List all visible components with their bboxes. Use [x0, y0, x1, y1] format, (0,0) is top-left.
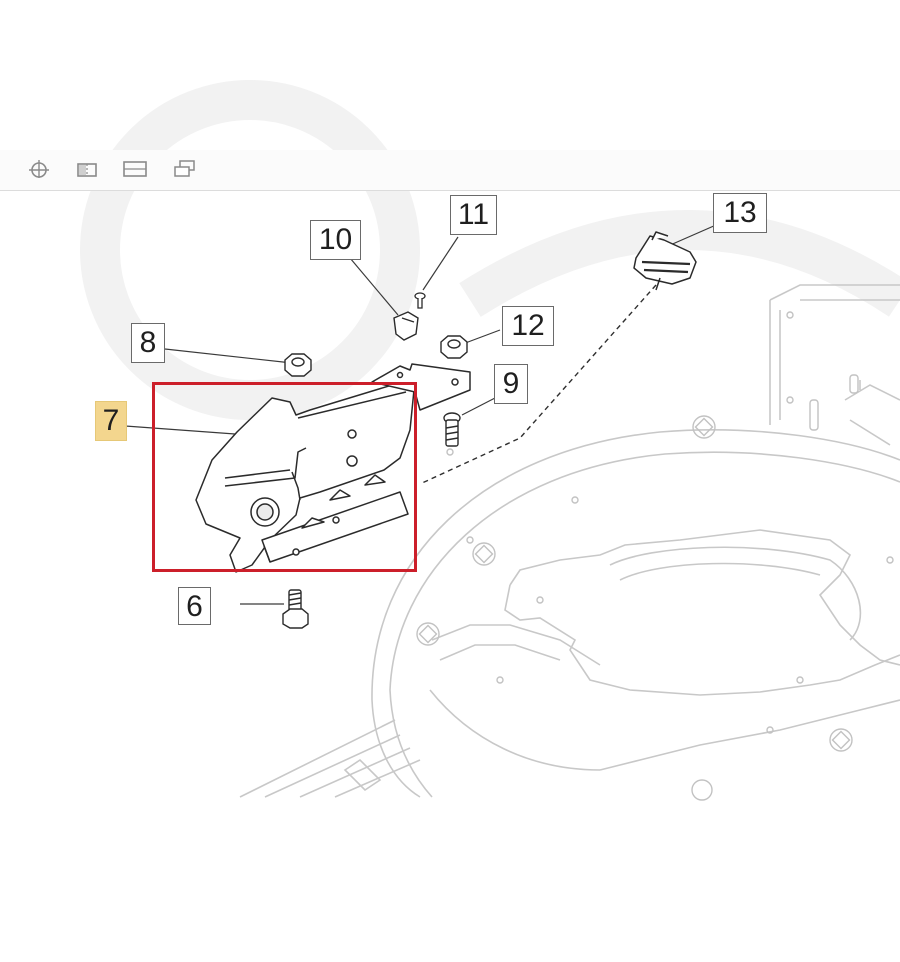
- viewer-toolbar: [0, 150, 900, 191]
- part-12-nut[interactable]: [440, 335, 468, 359]
- crosshair-icon[interactable]: [26, 158, 52, 178]
- callout-9[interactable]: 9: [494, 364, 528, 404]
- selected-part-frame: [152, 382, 417, 572]
- callout-10[interactable]: 10: [310, 220, 361, 260]
- callout-11[interactable]: 11: [450, 195, 497, 235]
- part-8-nut[interactable]: [284, 353, 312, 377]
- callout-6[interactable]: 6: [178, 587, 211, 625]
- callout-13[interactable]: 13: [713, 193, 767, 233]
- single-view-icon[interactable]: [122, 158, 148, 178]
- grid-view-icon[interactable]: [74, 158, 100, 178]
- part-11-screw[interactable]: [414, 292, 426, 309]
- multi-view-icon[interactable]: [172, 158, 198, 178]
- part-7-bracket[interactable]: [195, 381, 415, 573]
- part-13-chute-clip[interactable]: [633, 231, 697, 291]
- part-6-bolt[interactable]: [282, 589, 309, 629]
- watermark-gear-icon: [80, 80, 900, 420]
- callout-7[interactable]: 7: [95, 401, 127, 441]
- part-9-bolt[interactable]: [443, 412, 461, 447]
- callout-8[interactable]: 8: [131, 323, 165, 363]
- part-10-clip[interactable]: [393, 311, 419, 341]
- callout-12[interactable]: 12: [502, 306, 554, 346]
